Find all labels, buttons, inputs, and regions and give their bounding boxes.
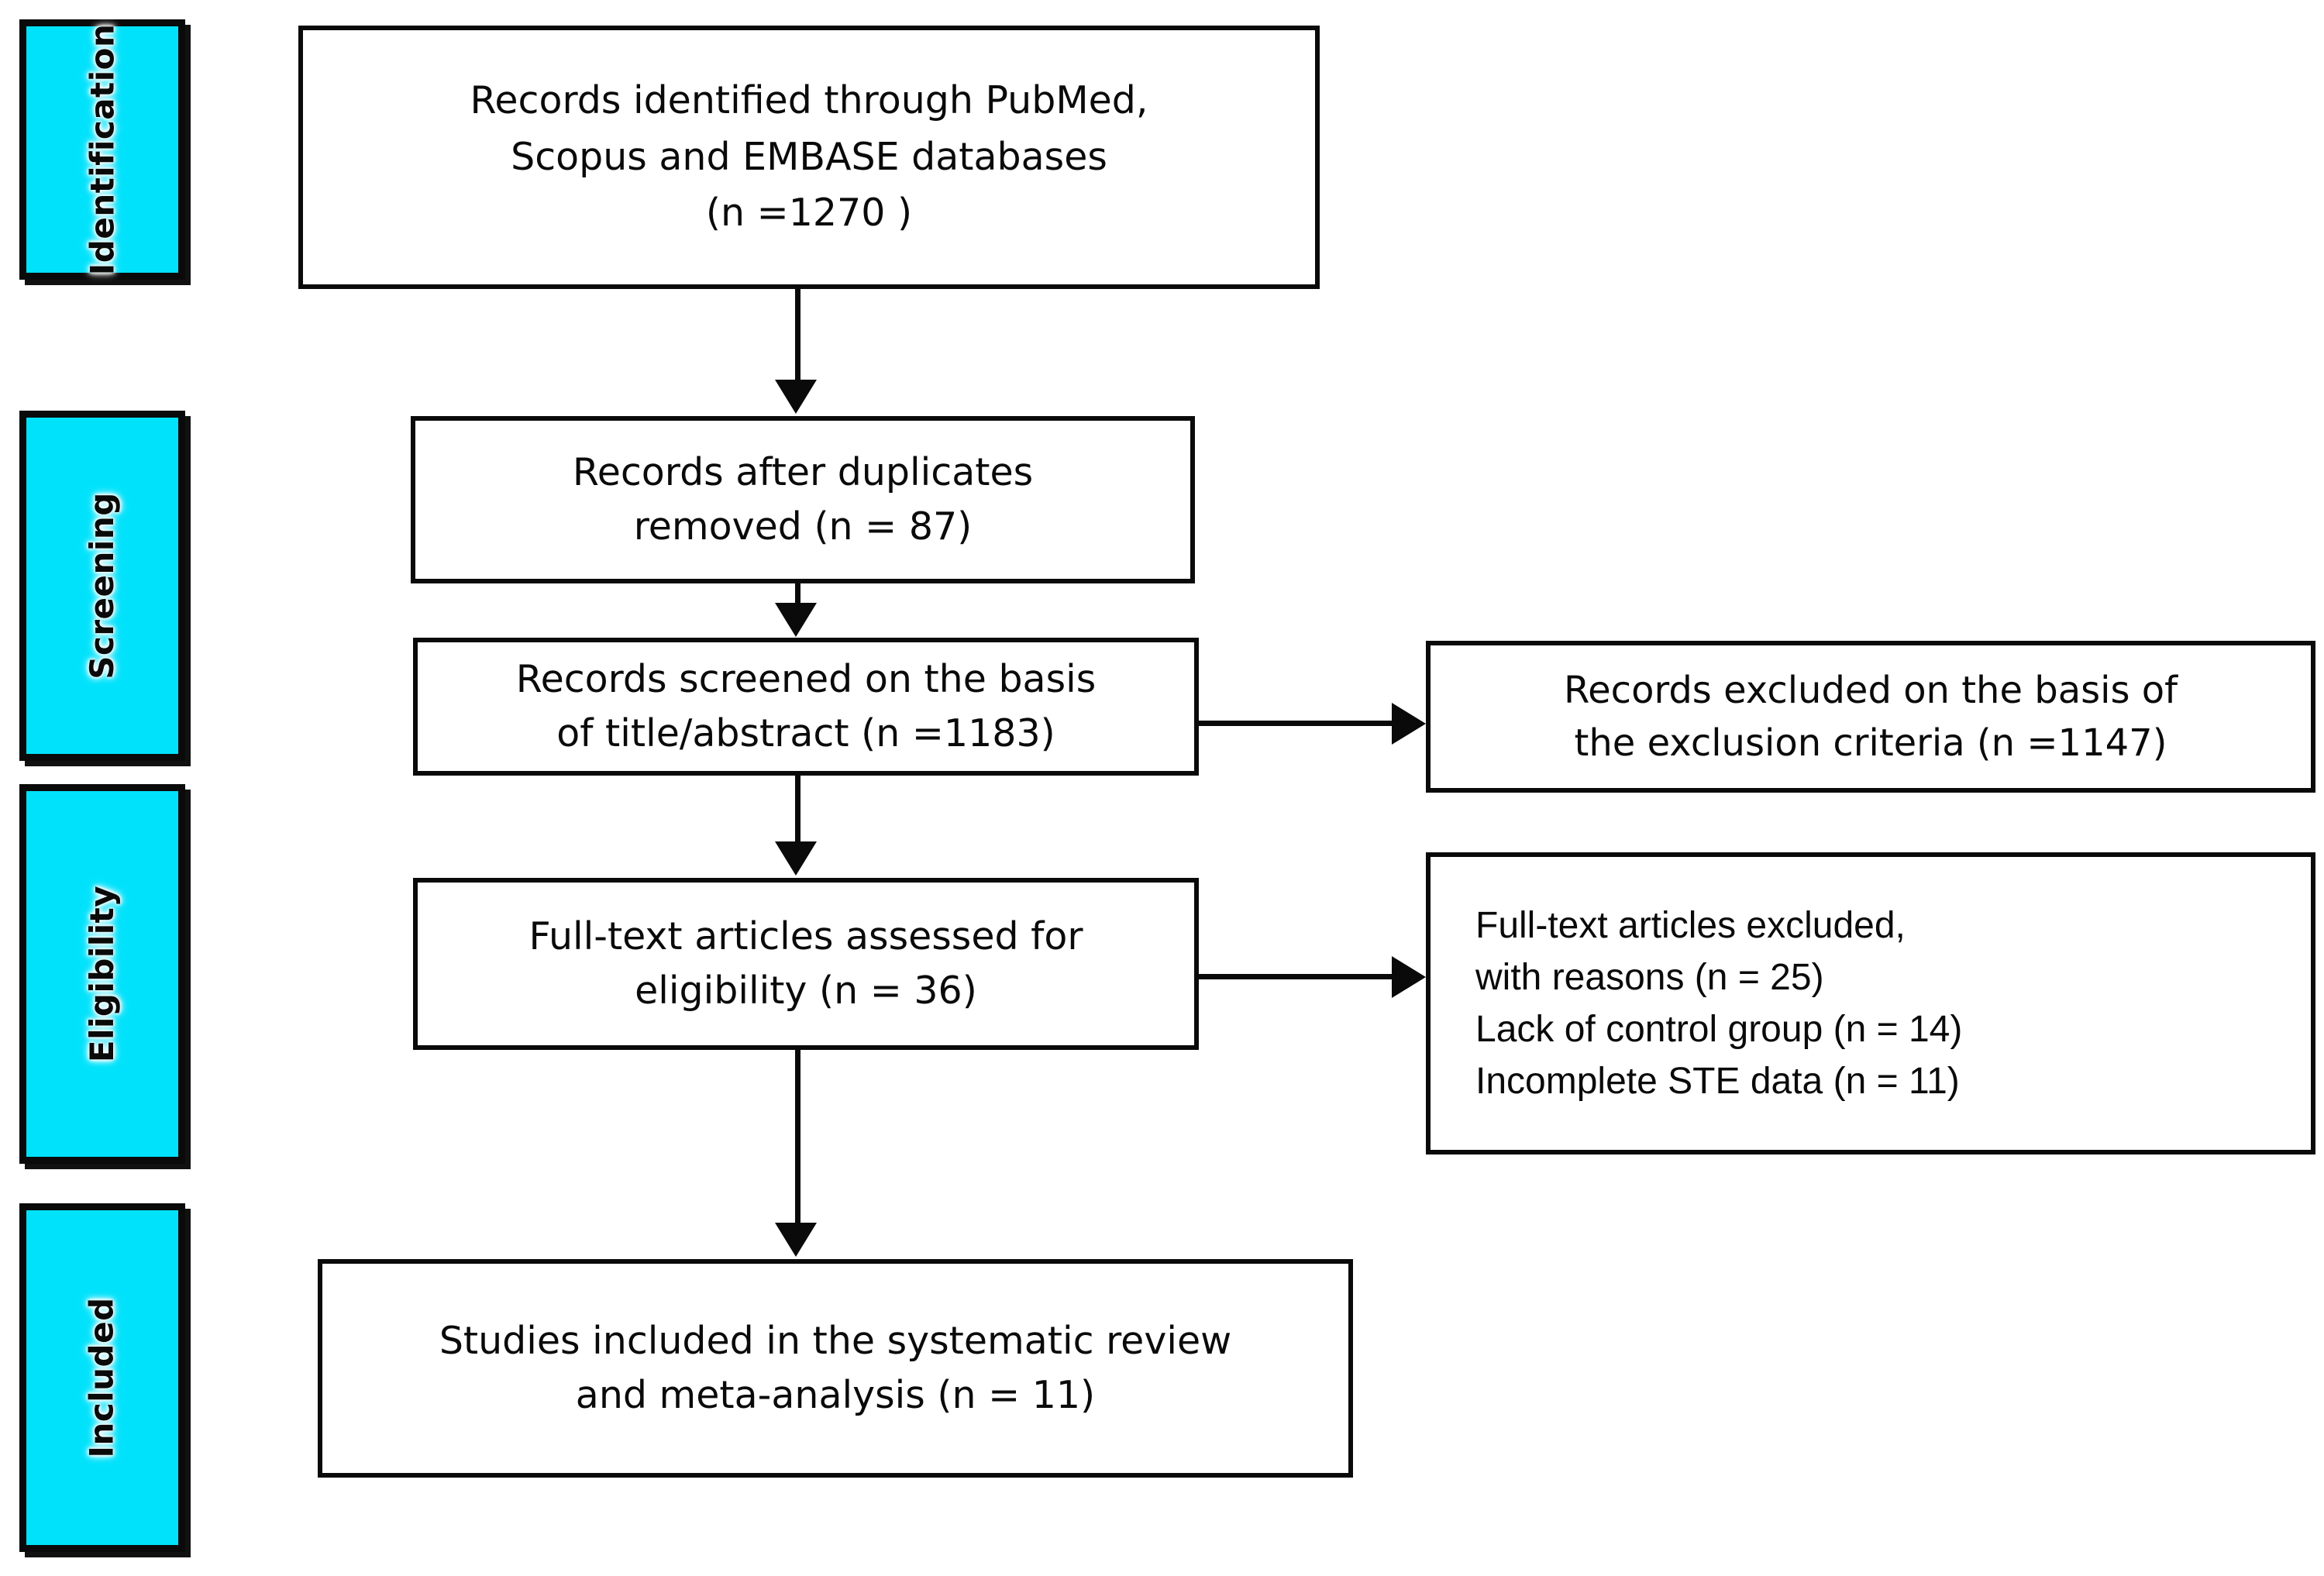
stage-bar-screening: Screening xyxy=(19,411,185,761)
connector-fulltext-to-excluded-fulltext xyxy=(1199,974,1394,979)
box-studies-included: Studies included in the systematic revie… xyxy=(318,1259,1353,1478)
box-line: and meta-analysis (n = 11) xyxy=(575,1373,1096,1417)
box-fulltext-assessed: Full-text articles assessed for eligibil… xyxy=(413,878,1199,1050)
arrow-down-icon xyxy=(775,380,817,414)
stage-bar-included: Included xyxy=(19,1203,185,1552)
box-records-after-duplicates-removed: Records after duplicates removed (n = 87… xyxy=(411,416,1195,583)
stage-bar-identification: Identification xyxy=(19,19,185,280)
box-line: the exclusion criteria (n =1147) xyxy=(1574,721,2167,765)
box-line: eligibility (n = 36) xyxy=(635,969,977,1013)
box-line: (n =1270 ) xyxy=(705,191,913,236)
box-line: Records excluded on the basis of xyxy=(1563,668,2178,712)
stage-label-identification: Identification xyxy=(83,23,121,276)
stage-bar-eligibility: Eligibility xyxy=(19,784,185,1164)
box-line: Scopus and EMBASE databases xyxy=(511,134,1107,179)
connector-identified-to-duplicates xyxy=(795,289,800,382)
arrow-down-icon xyxy=(775,841,817,876)
box-line: removed (n = 87) xyxy=(633,504,973,549)
stage-label-included: Included xyxy=(83,1297,121,1458)
box-line: Records screened on the basis xyxy=(515,657,1097,702)
arrow-down-icon xyxy=(775,1223,817,1257)
arrow-right-icon xyxy=(1392,956,1426,998)
stage-label-screening: Screening xyxy=(83,492,121,680)
connector-screened-to-excluded-records xyxy=(1199,721,1394,726)
box-records-identified: Records identified through PubMed, Scopu… xyxy=(298,26,1320,289)
connector-screened-to-fulltext xyxy=(795,776,800,844)
connector-duplicates-to-screened xyxy=(795,583,800,605)
box-line: with reasons (n = 25) xyxy=(1475,956,1824,998)
box-line: Incomplete STE data (n = 11) xyxy=(1475,1061,1960,1103)
box-line: Records identified through PubMed, xyxy=(470,78,1148,123)
box-line: of title/abstract (n =1183) xyxy=(556,711,1055,755)
box-line: Studies included in the systematic revie… xyxy=(439,1319,1232,1364)
box-line: Records after duplicates xyxy=(572,450,1034,495)
box-line: Lack of control group (n = 14) xyxy=(1475,1009,1963,1050)
connector-fulltext-to-included xyxy=(795,1050,800,1225)
arrow-right-icon xyxy=(1392,703,1426,745)
arrow-down-icon xyxy=(775,603,817,637)
box-records-screened: Records screened on the basis of title/a… xyxy=(413,638,1199,776)
box-records-excluded: Records excluded on the basis of the exc… xyxy=(1426,641,2315,793)
box-line: Full-text articles excluded, xyxy=(1475,904,1906,946)
box-fulltext-excluded: Full-text articles excluded, with reason… xyxy=(1426,852,2315,1154)
stage-label-eligibility: Eligibility xyxy=(83,885,121,1063)
box-line: Full-text articles assessed for xyxy=(528,914,1083,959)
